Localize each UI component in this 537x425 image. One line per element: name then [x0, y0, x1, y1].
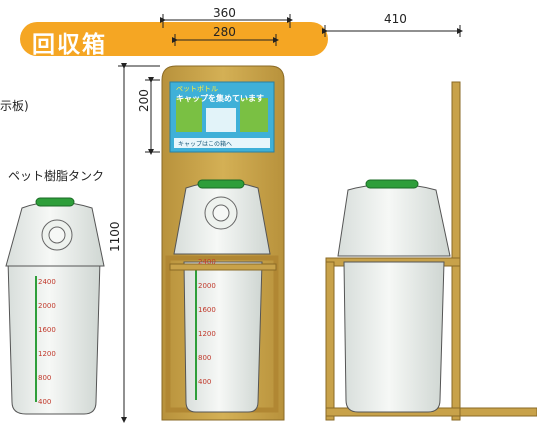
- scale-mark-left-2: 1600: [38, 326, 56, 334]
- side-depth-label: 410: [384, 12, 407, 26]
- scale-mark-left-5: 400: [38, 398, 52, 406]
- scale-mark-center-1: 2000: [198, 282, 216, 290]
- poster-header: ペットボトル: [176, 85, 218, 93]
- side-view: [325, 81, 537, 421]
- scale-mark-center-0: 2400: [198, 258, 216, 266]
- scale-mark-center-2: 1600: [198, 306, 216, 314]
- poster-title: キャップを集めています: [176, 94, 264, 103]
- scale-mark-left-4: 800: [38, 374, 52, 382]
- scale-mark-left-3: 1200: [38, 350, 56, 358]
- poster-footer: キャップはこの箱へ: [178, 141, 233, 148]
- total-width-label: 360: [213, 6, 236, 20]
- scale-mark-center-4: 800: [198, 354, 212, 362]
- banner-title: 回収箱: [32, 32, 107, 58]
- scale-mark-left-0: 2400: [38, 278, 56, 286]
- left-tank: [5, 197, 105, 415]
- poster-width-label: 280: [213, 25, 236, 39]
- scale-mark-center-3: 1200: [198, 330, 216, 338]
- scale-mark-center-5: 400: [198, 378, 212, 386]
- left-partial-label: 示板): [0, 99, 29, 113]
- dimension-lines: [118, 14, 463, 423]
- scale-mark-left-1: 2000: [38, 302, 56, 310]
- tank-label: ペット樹脂タンク: [8, 169, 105, 183]
- center-stand: [161, 65, 285, 421]
